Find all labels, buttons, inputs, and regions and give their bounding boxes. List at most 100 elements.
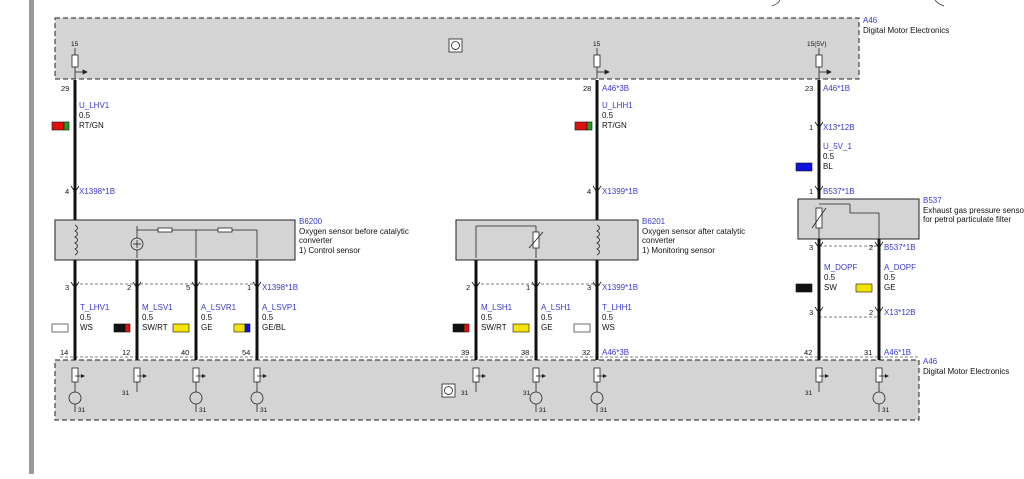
- wire-color: RT/GN: [79, 121, 104, 130]
- color-swatch: [244, 323, 251, 333]
- connector-outline: [60, 245, 919, 358]
- color-swatch: [233, 323, 246, 333]
- terminal-resistor: [133, 367, 141, 383]
- pin-number: 1: [809, 187, 813, 196]
- wire-color: WS: [602, 323, 615, 332]
- wire-color: GE: [201, 323, 213, 332]
- wire-gauge: 0.5: [262, 313, 274, 322]
- connector-label: A46*1B: [884, 348, 911, 357]
- ecu-symbol-icon: [444, 386, 453, 395]
- top-wire-1: 29 U_LHV1 0.5 RT/GN 4 X1398*1B: [51, 80, 115, 220]
- color-swatch: [855, 283, 873, 293]
- sensor-code: B6201: [642, 217, 666, 226]
- bottom-ecu-module: A46 Digital Motor Electronics 31 31 31 3…: [54, 357, 1009, 421]
- pin-number: 4: [65, 187, 69, 196]
- connector-label: B537*1B: [823, 187, 855, 196]
- pin-number: 1: [526, 283, 530, 292]
- color-swatch: [463, 323, 470, 333]
- terminal-arrow: [263, 374, 267, 378]
- wire-gauge: 0.5: [80, 313, 92, 322]
- terminal-resistor: [192, 367, 200, 383]
- terminal-resistor: [593, 367, 601, 383]
- terminal-arrow: [603, 374, 607, 378]
- pin-number: 3: [809, 243, 813, 252]
- pin-number: 14: [60, 348, 68, 357]
- connector-label: B537*1B: [884, 243, 916, 252]
- ground-label: 31: [882, 407, 890, 414]
- sensor-name: Oxygen sensor after catalytic: [642, 227, 745, 236]
- wire-gauge: 0.5: [142, 313, 154, 322]
- pin-number: 1: [809, 123, 813, 132]
- terminal-resistor: [875, 367, 883, 383]
- left-margin: [0, 0, 34, 474]
- terminal-resistor: [472, 367, 480, 383]
- pin-number: 3: [65, 283, 69, 292]
- wire-gauge: 0.5: [201, 313, 213, 322]
- connector-arrow: [874, 306, 884, 314]
- connector-label: X13*12B: [884, 308, 916, 317]
- pin-number: 2: [869, 243, 873, 252]
- signal-name: M_LSH1: [481, 303, 513, 312]
- wire-color: SW: [824, 283, 837, 292]
- wire-gauge: 0.5: [602, 313, 614, 322]
- pin-number: 3: [587, 283, 591, 292]
- terminal-label: 15: [593, 41, 601, 48]
- signal-name: T_LHH1: [602, 303, 632, 312]
- signal-name: U_LHV1: [79, 101, 110, 110]
- connector-arrow: [874, 241, 884, 249]
- color-swatch-blue: [795, 162, 813, 172]
- pin-number: 40: [181, 348, 189, 357]
- terminal-arrow: [825, 374, 829, 378]
- ground-label: 31: [260, 407, 268, 414]
- ground-label: 31: [523, 390, 531, 397]
- terminal-arrow: [482, 374, 486, 378]
- pin-number: 2: [127, 283, 131, 292]
- pin-number: 3: [809, 308, 813, 317]
- color-swatch-green: [586, 121, 593, 131]
- wire-gauge: 0.5: [823, 152, 835, 161]
- top-wire-3: 23 A46*1B 1 X13*12B U_5V_1 0.5 BL 1 B537…: [795, 80, 855, 199]
- terminal-arrow: [542, 374, 546, 378]
- color-swatch: [124, 323, 131, 333]
- sensor-b537: B537 Exhaust gas pressure sensor for pet…: [797, 196, 1024, 240]
- wire-color: SW/RT: [142, 323, 168, 332]
- top-module-code: A46: [863, 16, 878, 25]
- color-swatch-red: [51, 121, 65, 131]
- connector-arrow: [531, 281, 541, 289]
- connector-label: X1398*1B: [262, 283, 298, 292]
- pin-number: 32: [582, 348, 590, 357]
- terminal-arrow: [81, 374, 85, 378]
- wire-color: SW/RT: [481, 323, 507, 332]
- pin-number: 29: [61, 84, 69, 93]
- ground-label: 31: [600, 407, 608, 414]
- connector-arrow: [814, 241, 824, 249]
- signal-name: A_LSVR1: [201, 303, 237, 312]
- wire-gauge: 0.5: [884, 273, 896, 282]
- top-wire-2: 28 A46*3B U_LHH1 0.5 RT/GN 4 X1399*1B: [574, 80, 638, 220]
- sensor-code: B537: [923, 196, 942, 205]
- pin-number: 38: [521, 348, 529, 357]
- sensor-b6200: B6200 Oxygen sensor before catalytic con…: [54, 217, 409, 261]
- color-swatch: [512, 323, 530, 333]
- signal-name: T_LHV1: [80, 303, 110, 312]
- connector-arrow: [191, 281, 201, 289]
- color-swatch: [795, 283, 813, 293]
- signal-name: U_5V_1: [823, 142, 852, 151]
- ecu-symbol-icon: [441, 383, 456, 398]
- pin-number: 42: [804, 348, 812, 357]
- pin-number: 5: [186, 283, 190, 292]
- sensor-code: B6200: [299, 217, 323, 226]
- ground-label: 31: [78, 407, 86, 414]
- pin-number: 28: [583, 84, 591, 93]
- wire-gauge: 0.5: [602, 111, 614, 120]
- bottom-wire-group: 3T_LHV10.5WS14312M_LSV10.5SW/RT125A_LSVR…: [51, 239, 916, 414]
- signal-name: M_LSV1: [142, 303, 173, 312]
- bottom-module-code: A46: [923, 357, 938, 366]
- sensor-name: Oxygen sensor before catalytic: [299, 227, 409, 236]
- pin-number: 12: [122, 348, 130, 357]
- ground-label: 31: [805, 390, 813, 397]
- pin-number: 31: [864, 348, 872, 357]
- pin-number: 2: [869, 308, 873, 317]
- connector-label: X1398*1B: [79, 187, 115, 196]
- wire-gauge: 0.5: [481, 313, 493, 322]
